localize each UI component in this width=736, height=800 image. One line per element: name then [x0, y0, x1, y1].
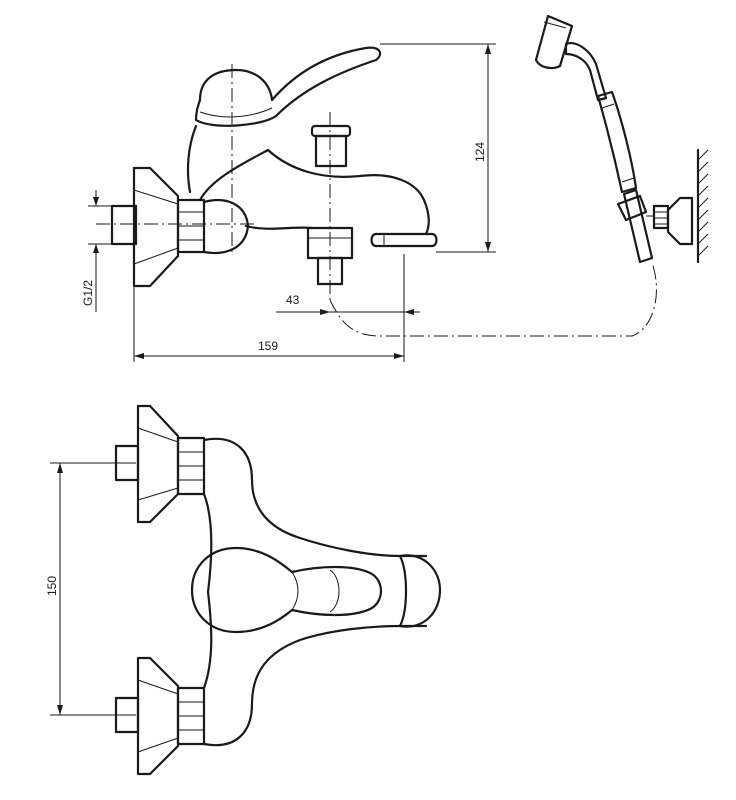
diverter-knob [310, 124, 352, 168]
upper-hex-nut [176, 436, 206, 496]
mixer-body-top [202, 437, 428, 747]
lever-handle [194, 46, 382, 127]
dimension-label-124: 124 [473, 142, 487, 162]
upper-rosette [114, 404, 180, 524]
top-view: 150 [45, 404, 442, 776]
dimension-width: 159 [133, 286, 404, 362]
lever-seam-top [291, 571, 299, 611]
lower-hex-nut [176, 686, 206, 746]
hex-nut [176, 198, 206, 254]
hand-shower [534, 14, 654, 264]
mixer-body [186, 124, 430, 236]
dimension-spacing: 150 [45, 462, 136, 716]
dimension-offset: 43 [276, 254, 420, 362]
dimension-thread: G1/2 [81, 190, 112, 312]
spout-cap-top [398, 554, 442, 628]
lever-top [190, 546, 383, 634]
wall-hatching [696, 148, 709, 264]
dimension-label-g12: G1/2 [81, 280, 95, 306]
dimension-height: 124 [380, 43, 496, 253]
lever-tip-line [329, 569, 340, 613]
wall-bracket [616, 194, 694, 246]
dimension-label-43: 43 [286, 293, 300, 307]
side-view: 124 G1/2 43 159 [81, 14, 709, 362]
lever-seam [199, 107, 273, 118]
lower-rosette [114, 656, 180, 776]
s-union [202, 198, 250, 254]
dimension-label-150: 150 [45, 576, 59, 596]
dimension-label-159: 159 [258, 339, 278, 353]
hose-path [329, 261, 657, 337]
wall-rosette [132, 166, 180, 288]
spout-outlet [370, 232, 438, 248]
inlet-pipe [110, 204, 138, 246]
